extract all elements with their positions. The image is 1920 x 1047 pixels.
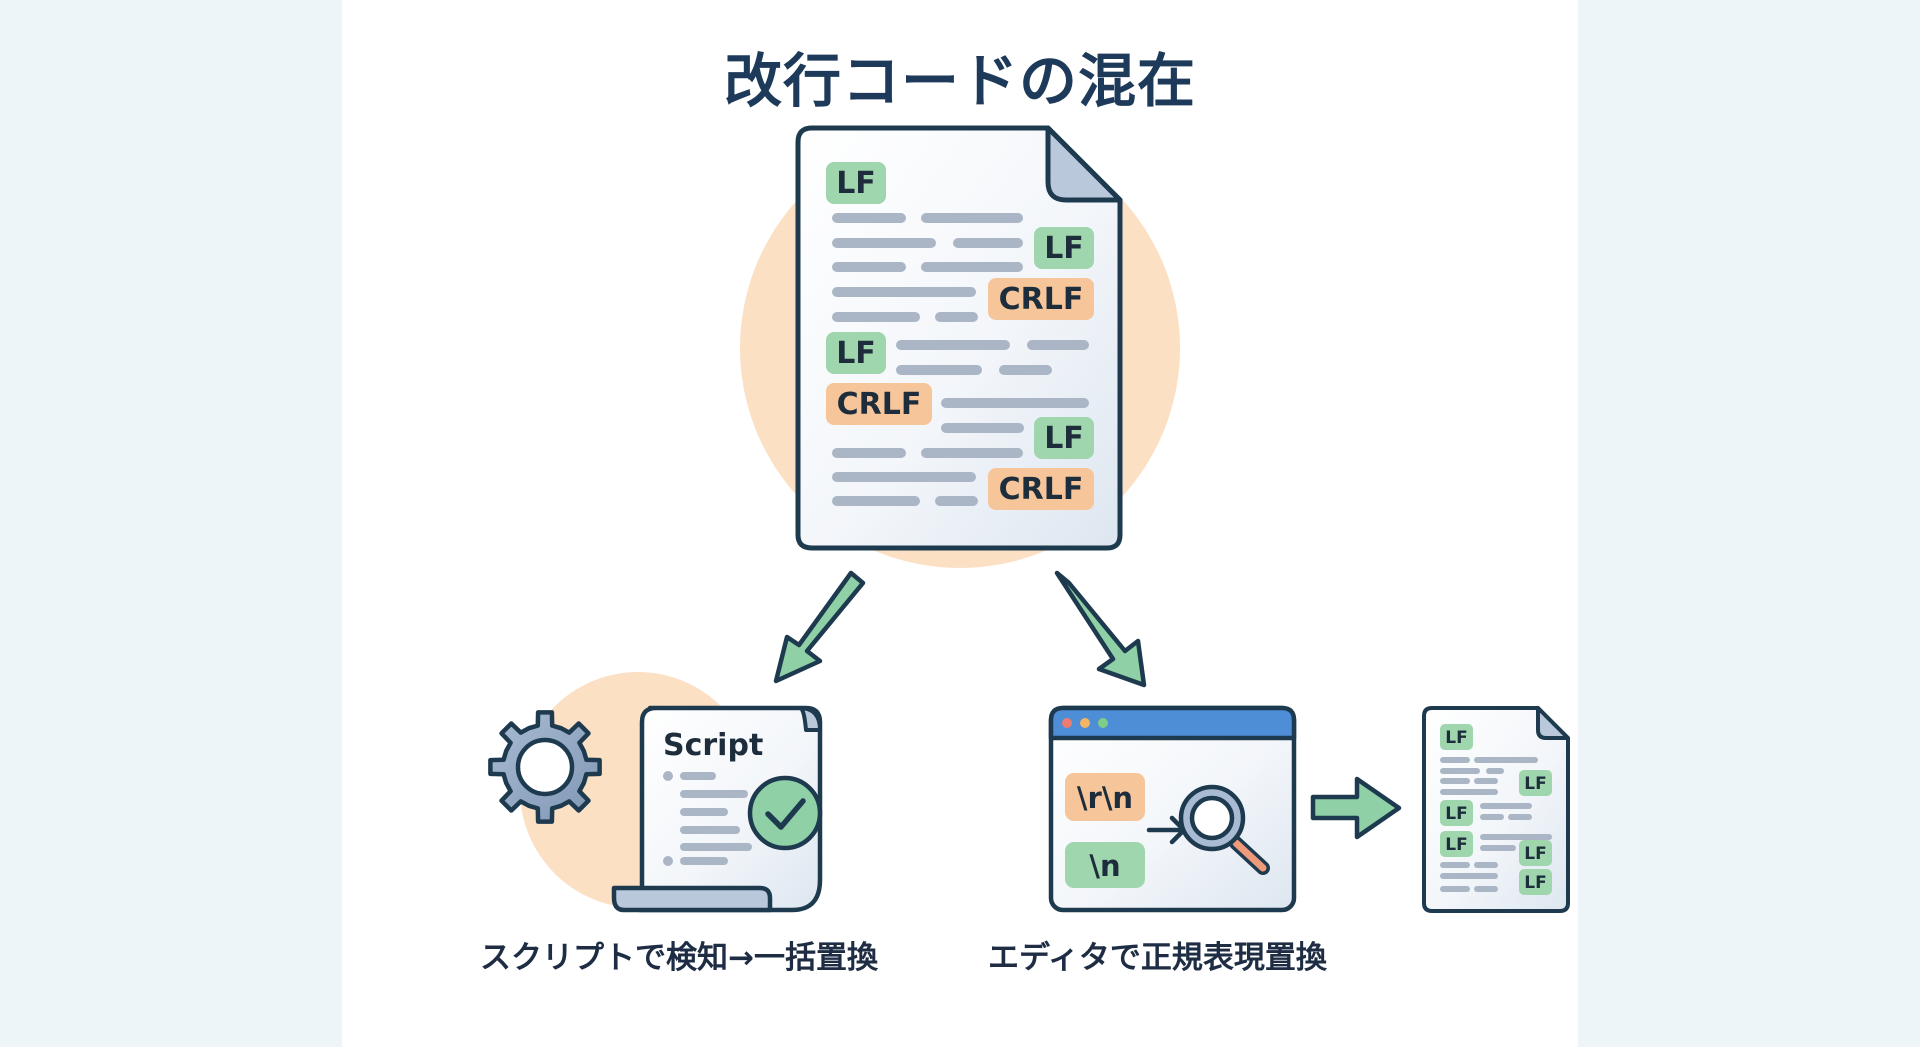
line-ending-tags: LF LF CRLF LF CRLF LF CRLF: [826, 162, 1094, 510]
crlf-tag-label: CRLF: [999, 472, 1084, 507]
arrow-to-result: [1310, 776, 1402, 840]
lf-tag: [1519, 840, 1552, 866]
lf-tag: [1034, 417, 1094, 459]
lf-tag-label: LF: [836, 166, 876, 201]
text-line: [1440, 789, 1498, 795]
window-minimize-dot: [1080, 718, 1090, 728]
text-line: [953, 238, 1023, 248]
normalized-lf-file: LF LF LF LF LF LF: [1422, 706, 1570, 913]
text-line: [1508, 814, 1532, 820]
crlf-tag-label: CRLF: [837, 387, 922, 422]
diagram-title: 改行コードの混在: [723, 47, 1196, 115]
text-line: [1474, 886, 1498, 892]
lf-tag: [826, 162, 886, 204]
line-ending-tags: LF LF LF LF LF LF: [1440, 724, 1552, 895]
lf-tag: [1440, 800, 1473, 826]
mixed-line-endings-file: LF LF CRLF LF CRLF LF CRLF: [740, 125, 1180, 568]
editor-method-caption: エディタで正規表現置換: [988, 940, 1327, 976]
text-line: [832, 312, 920, 322]
editor-method-illustration: \r\n \n: [1048, 705, 1297, 913]
lf-tag-label: LF: [1524, 873, 1546, 893]
text-line: [1027, 340, 1089, 350]
text-line: [921, 213, 1023, 223]
text-line: [832, 213, 906, 223]
lf-tag-label: LF: [1445, 728, 1467, 748]
lf-tag: [1519, 869, 1552, 895]
text-line: [832, 496, 920, 506]
lf-tag-label: LF: [1524, 844, 1546, 864]
text-line: [935, 312, 978, 322]
lf-tag-label: LF: [836, 336, 876, 371]
text-line: [832, 472, 976, 482]
folded-corner-icon: [1045, 125, 1123, 203]
text-line: [1480, 814, 1504, 820]
checkmark-badge-icon: [747, 775, 823, 851]
replace-pattern-chip: [1065, 842, 1145, 888]
text-line: [896, 365, 982, 375]
lf-tag-label: LF: [1445, 804, 1467, 824]
text-line: [832, 448, 906, 458]
search-pattern-chip: [1065, 773, 1145, 821]
lf-tag-label: LF: [1044, 421, 1084, 456]
lf-tag-label: LF: [1445, 835, 1467, 855]
text-line: [896, 340, 1010, 350]
crlf-tag: [988, 278, 1094, 320]
crlf-tag: [988, 468, 1094, 510]
text-line: [941, 398, 1089, 408]
lf-tag: [1034, 227, 1094, 269]
crlf-tag-label: CRLF: [999, 282, 1084, 317]
text-line: [832, 287, 976, 297]
window-maximize-dot: [1098, 718, 1108, 728]
text-line: [1474, 757, 1538, 763]
script-method-caption: スクリプトで検知→一括置換: [480, 940, 878, 976]
text-line: [1440, 862, 1470, 868]
text-line: [1440, 757, 1470, 763]
lf-tag-label: LF: [1044, 231, 1084, 266]
lf-tag: [826, 332, 886, 374]
magnifier-icon: [1178, 784, 1270, 875]
text-line: [941, 423, 1024, 433]
text-line: [999, 365, 1052, 375]
replace-pattern-text: \n: [1089, 849, 1120, 883]
text-line: [1480, 834, 1552, 840]
lf-tag-label: LF: [1524, 774, 1546, 794]
arrow-to-editor-method: [1054, 570, 1147, 688]
script-text-lines: [663, 771, 752, 866]
text-line: [832, 262, 906, 272]
text-line: [1474, 778, 1498, 784]
text-lines: [1440, 757, 1552, 892]
crlf-tag: [826, 383, 932, 425]
lf-tag: [1440, 831, 1473, 857]
text-line: [921, 448, 1023, 458]
script-method-illustration: Script: [488, 672, 823, 913]
text-line: [1480, 803, 1532, 809]
search-pattern-text: \r\n: [1077, 781, 1133, 815]
text-line: [1440, 768, 1480, 774]
text-line: [1486, 768, 1504, 774]
text-line: [1480, 845, 1516, 851]
lf-tag: [1440, 724, 1473, 750]
gear-icon: [488, 710, 602, 824]
text-line: [921, 262, 1023, 272]
text-line: [832, 238, 936, 248]
script-label: Script: [663, 728, 763, 763]
window-close-dot: [1062, 718, 1072, 728]
folded-corner-icon: [1536, 706, 1570, 740]
text-line: [1440, 886, 1470, 892]
arrow-to-script-method: [773, 570, 866, 684]
text-line: [1440, 873, 1498, 879]
lf-tag: [1519, 770, 1552, 796]
text-line: [935, 496, 978, 506]
text-line: [1474, 862, 1498, 868]
text-line: [1440, 778, 1470, 784]
text-lines: [832, 213, 1089, 506]
